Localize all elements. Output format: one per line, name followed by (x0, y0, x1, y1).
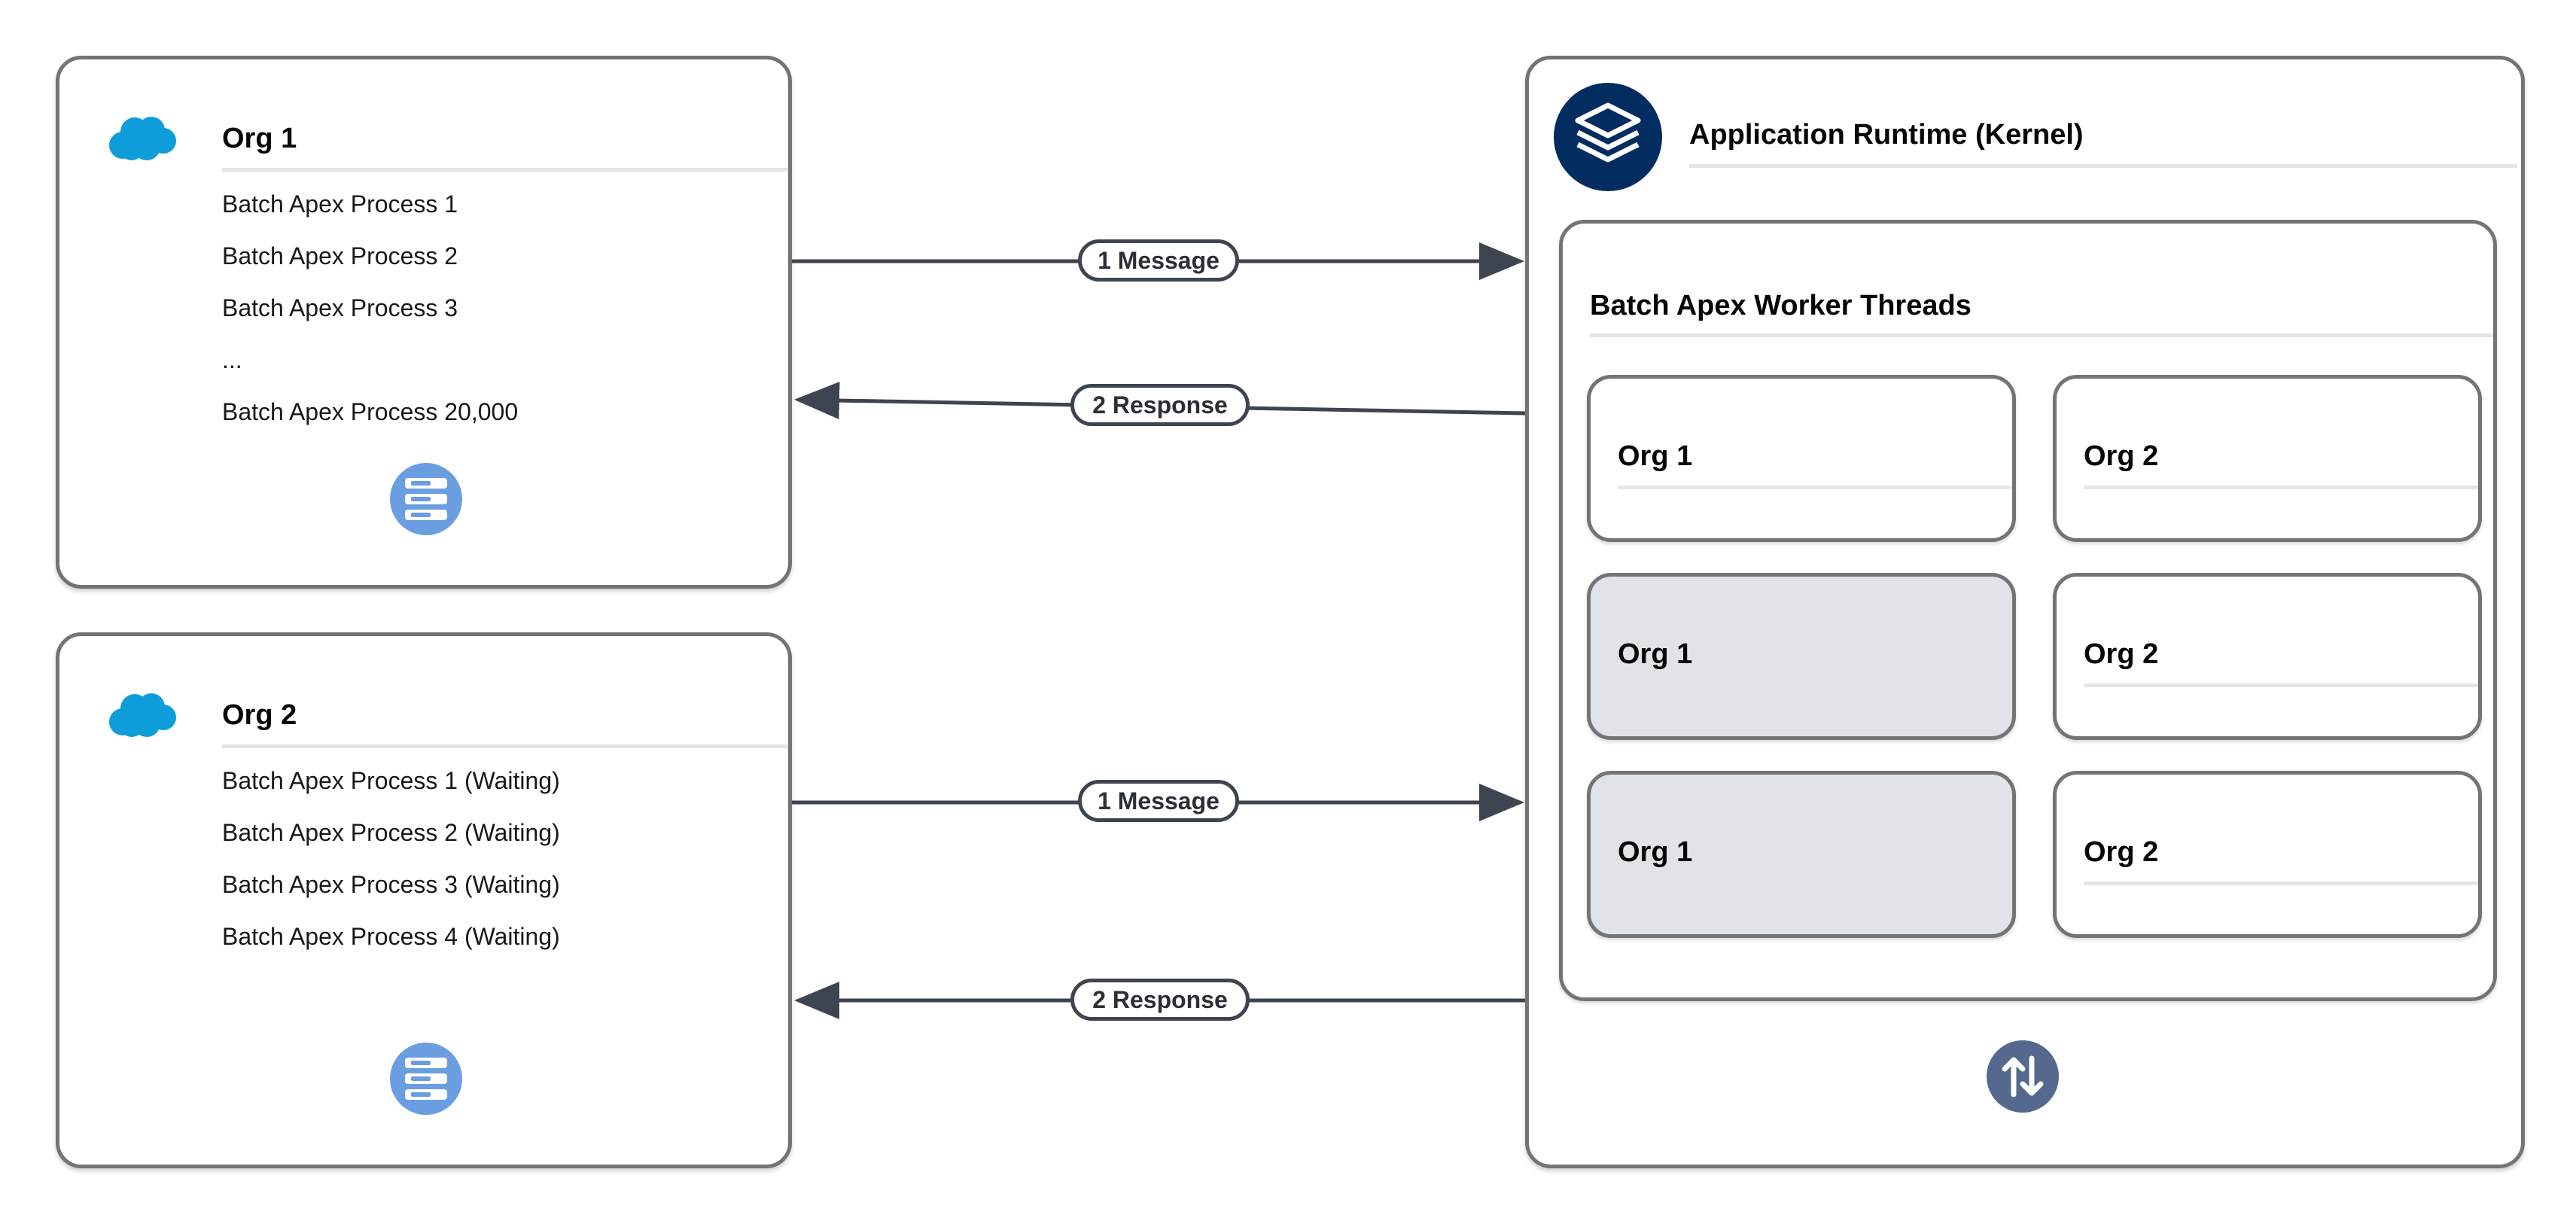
connector-label: 1 Message (1078, 239, 1239, 282)
org1-process-item: Batch Apex Process 20,000 (222, 398, 519, 425)
connector-label: 1 Message (1078, 780, 1239, 822)
runtime-title-divider (1689, 164, 2517, 168)
worker-thread-label: Org 2 (2084, 440, 2159, 472)
stacked-layers-icon (1554, 83, 1662, 191)
worker-thread-card-busy: Org 1 (1587, 771, 2016, 938)
org2-process-item: Batch Apex Process 4 (Waiting) (222, 923, 560, 950)
org2-process-item: Batch Apex Process 2 (Waiting) (222, 819, 560, 846)
database-icon (390, 1043, 462, 1115)
org2-process-item: Batch Apex Process 1 (Waiting) (222, 767, 560, 794)
org1-title-divider (222, 168, 788, 172)
org2-process-item: Batch Apex Process 3 (Waiting) (222, 871, 560, 898)
database-icon (390, 463, 462, 535)
worker-thread-divider (2084, 486, 2478, 489)
salesforce-cloud-icon (109, 693, 176, 737)
connector-label: 2 Response (1070, 979, 1250, 1021)
org2-panel: Org 2 Batch Apex Process 1 (Waiting) Bat… (56, 632, 792, 1168)
org1-title: Org 1 (222, 123, 297, 154)
worker-thread-label: Org 1 (1618, 440, 1693, 472)
org2-title: Org 2 (222, 699, 297, 731)
worker-thread-label: Org 2 (2084, 836, 2159, 868)
worker-thread-label: Org 1 (1618, 638, 1693, 670)
worker-thread-label: Org 2 (2084, 638, 2159, 670)
worker-thread-divider (2084, 881, 2478, 885)
worker-thread-card: Org 2 (2053, 375, 2482, 542)
worker-thread-card-busy: Org 1 (1587, 573, 2016, 740)
salesforce-cloud-icon (109, 117, 176, 160)
org2-title-divider (222, 744, 788, 748)
worker-threads-divider (1590, 333, 2493, 337)
worker-thread-divider (1618, 486, 2012, 489)
org1-process-item: Batch Apex Process 2 (222, 242, 458, 269)
connector-label: 2 Response (1070, 384, 1250, 426)
worker-threads-title: Batch Apex Worker Threads (1590, 290, 1972, 321)
org1-process-item: Batch Apex Process 1 (222, 190, 458, 218)
org1-panel: Org 1 Batch Apex Process 1 Batch Apex Pr… (56, 56, 792, 589)
worker-thread-card: Org 2 (2053, 573, 2482, 740)
worker-thread-card: Org 2 (2053, 771, 2482, 938)
org1-process-item: Batch Apex Process 3 (222, 294, 458, 321)
org1-process-item: ... (222, 346, 242, 373)
worker-thread-card: Org 1 (1587, 375, 2016, 542)
swap-arrows-icon (1987, 1040, 2059, 1113)
worker-thread-label: Org 1 (1618, 836, 1693, 868)
runtime-title: Application Runtime (Kernel) (1689, 119, 2084, 151)
worker-thread-divider (2084, 684, 2478, 687)
